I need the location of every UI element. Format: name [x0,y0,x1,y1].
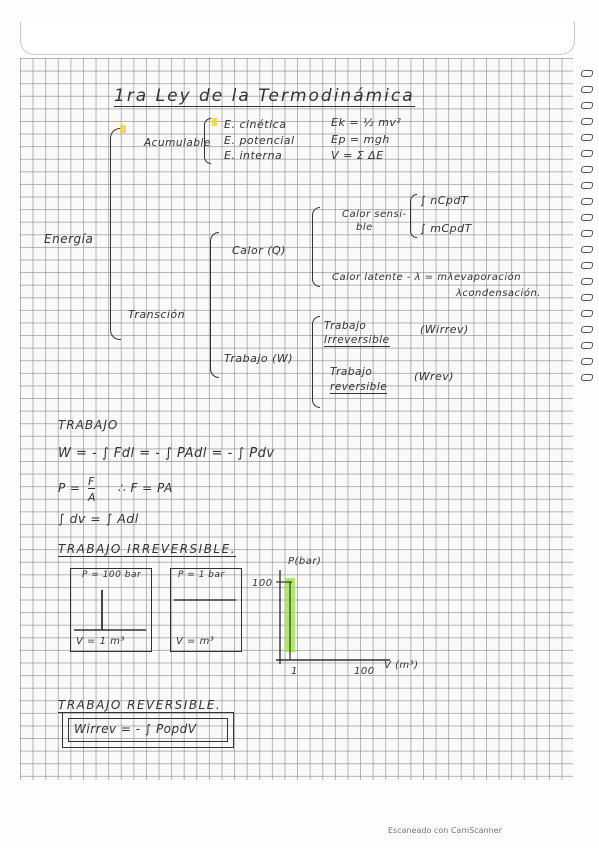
yellow-marker-2 [212,118,217,126]
trabajo-label: Trabajo (W) [224,352,294,365]
ek-formula: Ek = ½ mv² [331,116,402,129]
calor-sensible-2: ble [356,222,373,233]
box1-pressure: P = 100 bar [82,570,142,580]
plot-x-tick-100: 100 [354,666,375,677]
w-irrev: (Wirrev) [420,323,469,336]
trabajo-heading: TRABAJO [58,418,119,432]
energia-interna: E. interna [224,149,283,162]
lambda-condensacion: λcondensación. [456,288,541,299]
trab-irrev-1: Trabajo [324,320,367,332]
plot-y-tick-100: 100 [252,578,273,589]
energia-cinetica: E. cinética [224,118,287,131]
eq2-numerator: F [88,475,95,489]
eq2-denominator: A [88,491,97,504]
trab-rev-2: reversible [330,381,388,394]
trab-rev-1: Trabajo [330,366,373,378]
box2-pressure: P = 1 bar [178,570,225,580]
trabajo-eq3: ∫ dv = ∫ Adl [58,511,139,526]
page-title: 1ra Ley de la Termodinámica [114,86,415,107]
int-ncpdt: ∫ nCpdT [420,194,469,207]
ep-formula: Ep = mgh [331,133,390,146]
w-rev: (Wrev) [414,370,455,383]
plot-xlabel: V (m³) [384,660,419,671]
camscanner-watermark: Escaneado con CamScanner [388,826,502,835]
trab-irrev-2: Irreversible [324,334,390,347]
calor-latente: Calor latente - λ = mλevaporación [332,272,522,283]
box2-volume: V = m³ [176,636,215,647]
acumulable-brace [204,118,211,164]
eq2-rhs: ∴ F = PA [118,481,173,495]
trabajo-eq1: W = - ∫ Fdl = - ∫ PAdl = - ∫ Pdv [58,446,275,461]
sensible-brace [410,194,417,238]
reversible-formula: Wirrev = - ∫ PopdV [74,722,197,736]
box1-volume: V = 1 m³ [76,636,125,647]
piston-box-2 [170,568,242,652]
eq2-lhs: P = [58,481,81,495]
calor-label: Calor (Q) [232,244,286,257]
plot-x-tick-1: 1 [291,666,298,677]
formula-inner-box [68,718,228,742]
piston-box-1 [70,568,152,652]
irreversible-heading: TRABAJO IRREVERSIBLE. [58,542,237,557]
acumulable-label: Acumulable [144,137,211,149]
plot-ylabel: P(bar) [288,556,322,567]
int-mcpdt: ∫ mCpdT [420,222,472,235]
yellow-marker [120,125,126,133]
calor-sensible-1: Calor sensi- [342,209,407,220]
energia-label: Energía [44,232,94,246]
notebook-top-band [20,22,575,55]
formula-outer-box [62,712,234,748]
energia-potencial: E. potencial [224,134,295,147]
transicion-label: Transción [128,308,186,321]
u-formula: V = Σ ΔE [331,149,384,162]
